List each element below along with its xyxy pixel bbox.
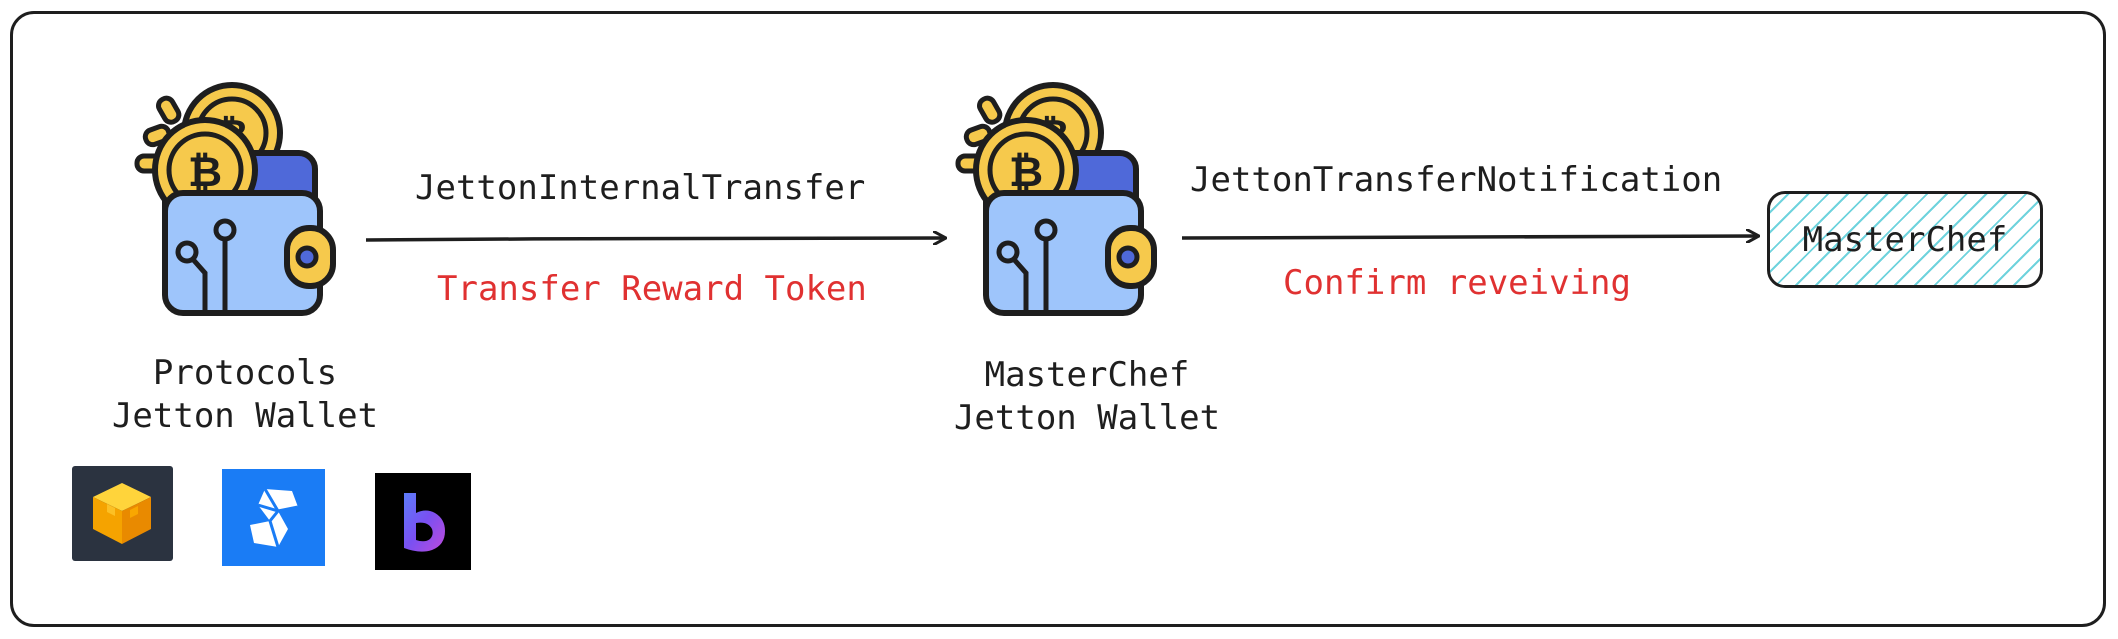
diagram-frame bbox=[10, 11, 2106, 627]
protocols-wallet-label-line1: Protocols bbox=[152, 353, 338, 393]
protocols-wallet-label-line2: Jetton Wallet bbox=[111, 396, 379, 436]
masterchef-wallet-label: MasterChef Jetton Wallet bbox=[942, 354, 1232, 440]
yellow-cube-logo bbox=[72, 466, 173, 561]
edge-description-confirm-receiving: Confirm reveiving bbox=[1283, 263, 1631, 303]
edge-description-transfer-reward: Transfer Reward Token bbox=[437, 269, 867, 309]
masterchef-wallet-label-line2: Jetton Wallet bbox=[953, 398, 1221, 438]
masterchef-wallet-label-line1: MasterChef bbox=[984, 355, 1190, 395]
protocols-wallet-label: Protocols Jetton Wallet bbox=[100, 352, 390, 438]
edge-message-internal-transfer: JettonInternalTransfer bbox=[415, 168, 866, 208]
edge-message-transfer-notification: JettonTransferNotification bbox=[1190, 160, 1723, 200]
blue-crystal-logo bbox=[222, 469, 325, 566]
purple-b-logo bbox=[375, 473, 471, 570]
masterchef-node-label: MasterChef bbox=[1802, 219, 2008, 260]
masterchef-node-box: MasterChef bbox=[1767, 191, 2043, 288]
